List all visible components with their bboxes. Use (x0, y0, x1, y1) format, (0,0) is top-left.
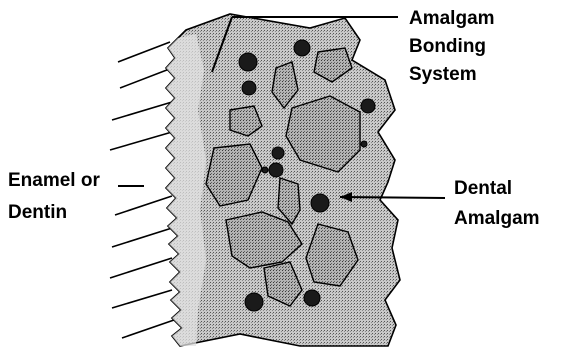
label-line: Amalgam (409, 8, 495, 30)
label-line: Amalgam (454, 208, 540, 230)
label-line: Bonding (409, 36, 495, 58)
dentin-tubules (110, 42, 174, 338)
label-line: Dentin (8, 202, 100, 224)
enamel-or-dentin-label: Enamel or Dentin (8, 170, 100, 224)
dental-amalgam-label: Dental Amalgam (454, 178, 540, 230)
label-line: System (409, 64, 495, 86)
label-line: Dental (454, 178, 540, 200)
label-line: Enamel or (8, 170, 100, 192)
amalgam-bonding-system-label: Amalgam Bonding System (409, 8, 495, 86)
